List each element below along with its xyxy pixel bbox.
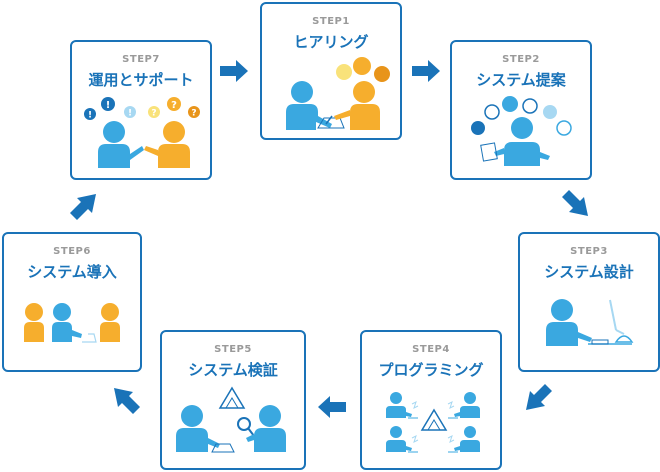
- introduction-illustration: [24, 303, 120, 343]
- step5-title: システム検証: [188, 361, 278, 379]
- exclamation-badge-icon: [84, 97, 136, 120]
- step3-title: システム設計: [544, 263, 634, 281]
- step4-box: STEP4 プログラミング: [360, 330, 502, 470]
- programming-illustration: [386, 392, 480, 453]
- step6-label: STEP6: [53, 246, 91, 257]
- step5-label: STEP5: [214, 344, 252, 355]
- step3-label: STEP3: [570, 246, 608, 257]
- proposal-illustration: [471, 96, 572, 166]
- svg-text:!: !: [106, 100, 111, 111]
- step5-box: STEP5 システム検証: [160, 330, 306, 470]
- step1-label: STEP1: [312, 16, 350, 27]
- step2-label: STEP2: [502, 54, 540, 65]
- hearing-illustration: [286, 57, 390, 130]
- arrow-right-icon: [412, 60, 440, 82]
- verification-illustration: [176, 386, 286, 453]
- step6-box: STEP6 システム導入: [2, 232, 142, 372]
- arrow-down-left-icon: [526, 384, 552, 410]
- step4-title: プログラミング: [378, 361, 484, 379]
- svg-text:!: !: [88, 111, 92, 121]
- question-badge-icon: [148, 97, 200, 118]
- svg-text:?: ?: [171, 100, 177, 111]
- step7-label: STEP7: [122, 54, 160, 65]
- svg-text:?: ?: [191, 109, 196, 119]
- svg-text:!: !: [128, 109, 132, 119]
- arrow-right-icon: [220, 60, 248, 82]
- arrow-down-right-icon: [562, 190, 588, 216]
- step2-title: システム提案: [476, 71, 566, 89]
- arrow-left-icon: [318, 396, 346, 418]
- step4-label: STEP4: [412, 344, 450, 355]
- step2-box: STEP2 システム提案: [450, 40, 592, 180]
- step3-box: STEP3 システム設計: [518, 232, 660, 372]
- arrow-up-left-icon: [114, 388, 140, 414]
- support-illustration: ! ! ! ? ? ?: [84, 97, 200, 168]
- step1-title: ヒアリング: [293, 33, 369, 51]
- design-illustration: [546, 299, 634, 346]
- arrow-up-right-icon: [70, 194, 96, 220]
- step7-box: STEP7 運用とサポート ! ! ! ? ? ?: [70, 40, 212, 180]
- step6-title: システム導入: [27, 263, 117, 281]
- step7-title: 運用とサポート: [88, 71, 194, 89]
- svg-text:?: ?: [151, 109, 156, 119]
- step1-box: STEP1 ヒアリング: [260, 2, 402, 140]
